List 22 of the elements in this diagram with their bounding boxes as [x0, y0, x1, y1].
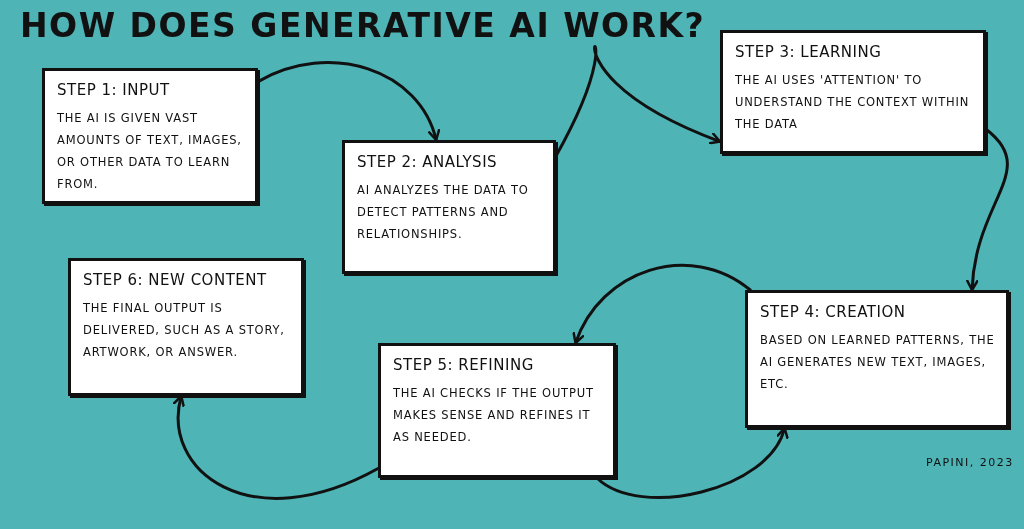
step-heading: STEP 3: LEARNING — [735, 43, 882, 61]
step-description: THE AI USES 'ATTENTION' TO UNDERSTAND THE CONTEXT WITHIN THE DATA — [735, 72, 971, 133]
step-card — [720, 30, 986, 154]
diagram-title: HOW DOES GENERATIVE AI WORK? — [20, 6, 706, 45]
step-description: THE FINAL OUTPUT IS DELIVERED, SUCH AS A STORY, ARTWORK, OR ANSWER. — [83, 300, 286, 361]
step-heading: STEP 1: INPUT — [57, 81, 170, 99]
step-description: BASED ON LEARNED PATTERNS, THE AI GENERATES NEW TEXT, IMAGES, ETC. — [760, 332, 996, 393]
step-heading: STEP 5: REFINING — [393, 356, 534, 374]
step-card — [68, 258, 304, 396]
step-description: AI ANALYZES THE DATA TO DETECT PATTERNS AND RELATIONSHIPS. — [357, 182, 530, 243]
step-card — [342, 140, 556, 274]
curved-arrow — [573, 263, 752, 345]
author-credit: PAPINI, 2023 — [926, 456, 1014, 469]
step-card — [378, 343, 616, 478]
step-heading: STEP 6: NEW CONTENT — [83, 271, 267, 289]
step-card — [745, 290, 1009, 428]
curved-arrow — [966, 127, 1009, 292]
step-card — [42, 68, 258, 204]
step-heading: STEP 2: ANALYSIS — [357, 153, 498, 171]
step-heading: STEP 4: CREATION — [760, 303, 906, 321]
step-description: THE AI IS GIVEN VAST AMOUNTS OF TEXT, IMAGES, OR OTHER DATA TO LEARN FROM. — [57, 110, 243, 193]
step-description: THE AI CHECKS IF THE OUTPUT MAKES SENSE AND REFINES IT AS NEEDED. — [393, 385, 595, 446]
